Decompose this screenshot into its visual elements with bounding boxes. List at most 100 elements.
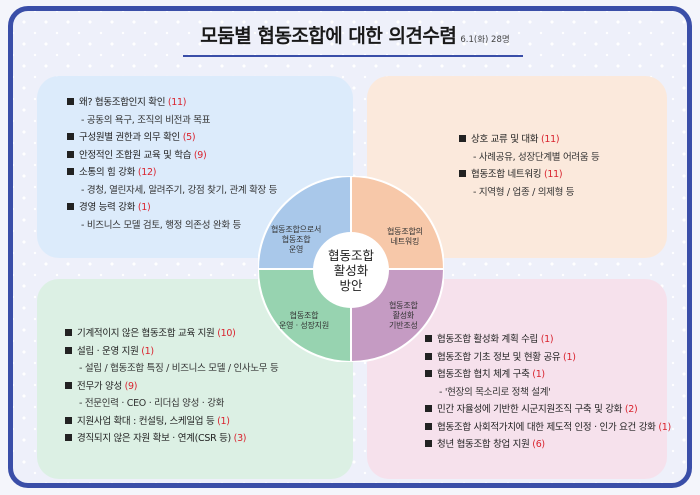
detail-line: - 사례공유, 성장단계별 어려움 등 (473, 151, 600, 163)
quadrant-label-growth-support: 협동조합 운영 · 성장지원 (279, 311, 329, 331)
square-bullet-icon (65, 434, 72, 441)
bullet-item: 기계적이지 않은 협동조합 교육 지원 (10) (65, 325, 353, 343)
center-line1: 협동조합 (327, 247, 374, 263)
quad-br-line1: 협동조합 (389, 301, 418, 310)
response-count: (1) (137, 202, 151, 213)
response-count: (11) (167, 97, 187, 108)
item-text: 민간 자율성에 기반한 시군지원조직 구축 및 강화 (437, 404, 625, 415)
response-count: (1) (141, 345, 154, 357)
response-count: (9) (193, 149, 207, 161)
item-text: 전무가 양성 (77, 380, 125, 392)
response-count: (11) (540, 134, 560, 145)
quad-bl-line1: 협동조합 (289, 311, 319, 320)
square-bullet-icon (425, 405, 432, 412)
center-line2: 활성화 (333, 262, 369, 278)
item-text: 설립 · 운영 지원 (77, 345, 142, 357)
square-bullet-icon (65, 346, 72, 354)
response-count: (5) (182, 132, 196, 143)
item-text: 경영 능력 강화 (79, 202, 138, 213)
response-count: (1) (658, 421, 671, 433)
center-line3: 방안 (339, 277, 363, 293)
quadrant-label-operation: 협동조합으로서 협동조합 운영 (271, 225, 321, 255)
square-bullet-icon (65, 416, 72, 424)
bullet-item: 민간 자율성에 기반한 시군지원조직 구축 및 강화 (2) (425, 401, 667, 419)
square-bullet-icon (459, 135, 466, 142)
quadrant-label-foundation: 협동조합 활성화 기반조성 (389, 301, 418, 331)
response-count: (11) (543, 169, 563, 180)
item-text: 구성원별 권한과 의무 확인 (79, 132, 183, 143)
square-bullet-icon (425, 335, 432, 342)
item-text: 협동조합 협치 체계 구축 (437, 369, 533, 380)
quad-tr-line2: 네트워킹 (390, 237, 420, 246)
response-count: (1) (217, 415, 230, 427)
response-count: (1) (540, 334, 554, 345)
page-title: 모둠별 협동조합에 대한 의견수렴 (200, 25, 457, 47)
item-text: 소통의 힘 강화 (79, 167, 138, 178)
response-count: (2) (624, 404, 638, 415)
bullet-item: 협동조합 활성화 계획 수립 (1) (425, 331, 667, 349)
response-count: (3) (233, 433, 247, 444)
bullet-item: 구성원별 권한과 의무 확인 (5) (67, 129, 353, 147)
response-count: (9) (124, 380, 138, 392)
quad-tr-line1: 협동조합의 (387, 227, 423, 236)
bullet-item: 설립 · 운영 지원 (1) (65, 343, 353, 361)
bullet-item: 경영 능력 강화 (1) (67, 199, 353, 217)
response-count: (1) (532, 369, 545, 380)
response-count: (10) (217, 328, 236, 339)
center-circle: 협동조합 활성화 방안 (313, 232, 389, 308)
square-bullet-icon (65, 329, 72, 336)
item-text: 경직되지 않은 자원 확보 · 연계(CSR 등) (77, 433, 234, 444)
quad-tl-line2: 협동조합 (281, 235, 311, 244)
bullet-item: 협동조합 협치 체계 구축 (1) (425, 366, 667, 384)
bullet-item: 협동조합 네트워킹 (11) (459, 166, 667, 184)
square-bullet-icon (65, 381, 72, 389)
bullet-item: 청년 협동조합 창업 지원 (6) (425, 436, 667, 454)
detail-line: - 비즈니스 모델 검토, 행정 의존성 완화 등 (81, 219, 241, 231)
quad-tl-line1: 협동조합으로서 (271, 225, 322, 234)
item-text: 안정적인 조합원 교육 및 학습 (79, 149, 194, 161)
page-subtitle: 6.1(화) 28명 (460, 35, 510, 45)
quad-br-line2: 활성화 (392, 311, 415, 320)
item-text: 지원사업 확대 : 컨설팅, 스케일업 등 (77, 415, 218, 427)
quad-bl-line2: 운영 · 성장지원 (279, 321, 329, 330)
item-text: 협동조합 사회적가치에 대한 제도적 인정 · 인가 요건 강화 (437, 421, 659, 433)
bullet-item: 전무가 양성 (9) (65, 378, 353, 396)
item-text: 협동조합 활성화 계획 수립 (437, 334, 541, 345)
response-count: (12) (137, 167, 157, 178)
response-count: (6) (532, 439, 545, 450)
bullet-item: 지원사업 확대 : 컨설팅, 스케일업 등 (1) (65, 413, 353, 431)
square-bullet-icon (67, 133, 74, 140)
item-text: 왜? 협동조합인지 확인 (79, 97, 168, 108)
square-bullet-icon (459, 170, 466, 177)
bullet-item: 경직되지 않은 자원 확보 · 연계(CSR 등) (3) (65, 430, 353, 448)
detail-line: - 전문인력 · CEO · 리더십 양성 · 강화 (79, 398, 225, 409)
square-bullet-icon (67, 150, 74, 158)
square-bullet-icon (425, 440, 432, 447)
quad-tl-line3: 운영 (288, 245, 304, 254)
square-bullet-icon (67, 168, 74, 175)
square-bullet-icon (425, 352, 432, 360)
bullet-item: 왜? 협동조합인지 확인 (11) (67, 94, 353, 112)
response-count: (1) (563, 351, 576, 363)
square-bullet-icon (67, 203, 74, 210)
bullet-item: 협동조합 기초 정보 및 현황 공유 (1) (425, 349, 667, 367)
bullet-item: 안정적인 조합원 교육 및 학습 (9) (67, 147, 353, 165)
square-bullet-icon (425, 370, 432, 377)
title-underline (183, 55, 523, 57)
bullet-item: 협동조합 사회적가치에 대한 제도적 인정 · 인가 요건 강화 (1) (425, 419, 671, 437)
bullet-item: 소통의 힘 강화 (12) (67, 164, 353, 182)
item-text: 상호 교류 및 대화 (471, 134, 541, 145)
bullet-item: 상호 교류 및 대화 (11) (459, 131, 667, 149)
detail-line: - '현장의 목소리로 정책 설계' (439, 386, 551, 398)
quad-br-line3: 기반조성 (389, 321, 418, 330)
square-bullet-icon (425, 422, 432, 430)
detail-line: - 공동의 욕구, 조직의 비전과 목표 (81, 114, 211, 126)
item-text: 청년 협동조합 창업 지원 (437, 439, 533, 450)
detail-line: - 경청, 열린자세, 알려주기, 강점 찾기, 관계 확장 등 (81, 184, 278, 196)
square-bullet-icon (67, 98, 74, 105)
detail-line: - 지역형 / 업종 / 의제형 등 (473, 186, 575, 198)
item-text: 기계적이지 않은 협동조합 교육 지원 (77, 328, 218, 339)
